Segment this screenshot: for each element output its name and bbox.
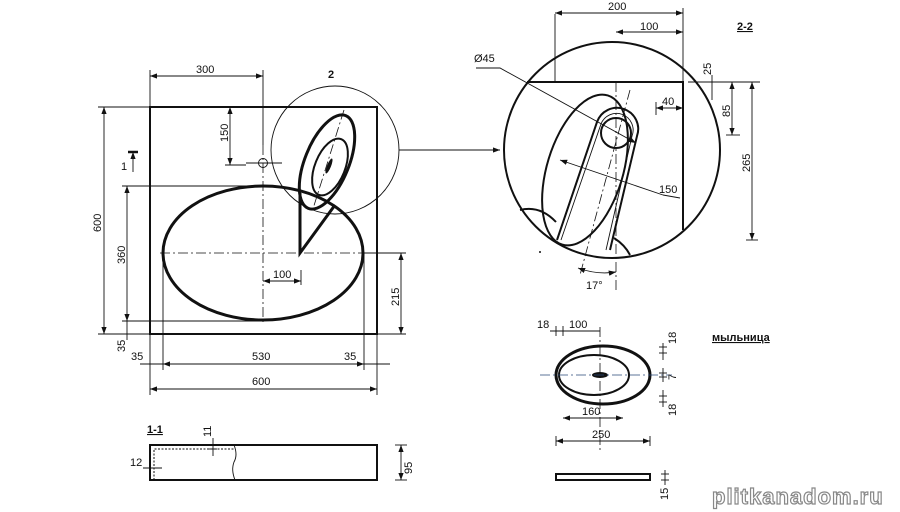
section-outline [149, 444, 378, 481]
dim-250: 250 [592, 429, 610, 441]
soap-dish-title: мыльница [712, 332, 771, 344]
dim-35-vertical: 35 [116, 340, 128, 352]
dim-160: 160 [582, 406, 600, 418]
section-title: 1-1 [147, 424, 163, 436]
dim-35-right: 35 [344, 351, 356, 363]
dim-11: 11 [202, 426, 214, 437]
dim-40: 40 [662, 96, 674, 108]
detail-title: 2-2 [737, 21, 753, 33]
dim-25: 25 [702, 63, 714, 75]
dish-channel [556, 106, 640, 251]
dim-diameter-45: Ø45 [474, 53, 495, 65]
detail-2-2: 2-2 200 100 Ø45 40 150 25 85 265 1 [474, 1, 760, 292]
plan-view: 2 1 300 150 600 360 35 215 100 [92, 64, 500, 395]
soap-dish-spout [298, 193, 337, 258]
dim-angle-17: 17° [586, 280, 603, 292]
watermark: plitkanadom.ru [712, 484, 884, 509]
soap-dish-view: мыльница 18 100 18 7 18 160 250 15 [537, 319, 771, 500]
dim-200: 200 [608, 1, 626, 13]
dim-150: 150 [659, 184, 677, 196]
dim-215: 215 [390, 288, 402, 306]
dim-360: 360 [116, 246, 128, 264]
detail-circle [503, 41, 721, 259]
dim-15: 15 [659, 488, 671, 500]
dim-100: 100 [640, 21, 658, 33]
detail-label: 2 [328, 69, 334, 81]
dim-12: 12 [130, 457, 142, 469]
dim-265: 265 [741, 154, 753, 172]
svg-text:1: 1 [121, 161, 127, 173]
dim-95: 95 [403, 462, 415, 474]
countertop-outline [149, 106, 378, 335]
soap-dish-outer [297, 113, 357, 211]
dim-7: 7 [667, 374, 679, 380]
dim-150: 150 [219, 124, 231, 142]
soap-dish-inner [311, 137, 349, 197]
dim-100: 100 [273, 269, 291, 281]
break-line [232, 444, 237, 481]
dim-85: 85 [721, 105, 733, 117]
dim-18-bottom: 18 [667, 404, 679, 416]
dim-600-vertical: 600 [92, 214, 104, 232]
dim-35-left: 35 [131, 351, 143, 363]
dim-530: 530 [252, 351, 270, 363]
dim-18-left: 18 [537, 319, 549, 331]
section-1-1: 1-1 11 12 95 [130, 424, 415, 481]
dim-100: 100 [569, 319, 587, 331]
soap-dish-side-profile [555, 473, 651, 481]
drain-slot [325, 158, 333, 174]
dim-300: 300 [196, 64, 214, 76]
dim-18-top: 18 [667, 332, 679, 344]
dim-600-horizontal: 600 [252, 376, 270, 388]
section-marker: 1 [121, 150, 138, 173]
